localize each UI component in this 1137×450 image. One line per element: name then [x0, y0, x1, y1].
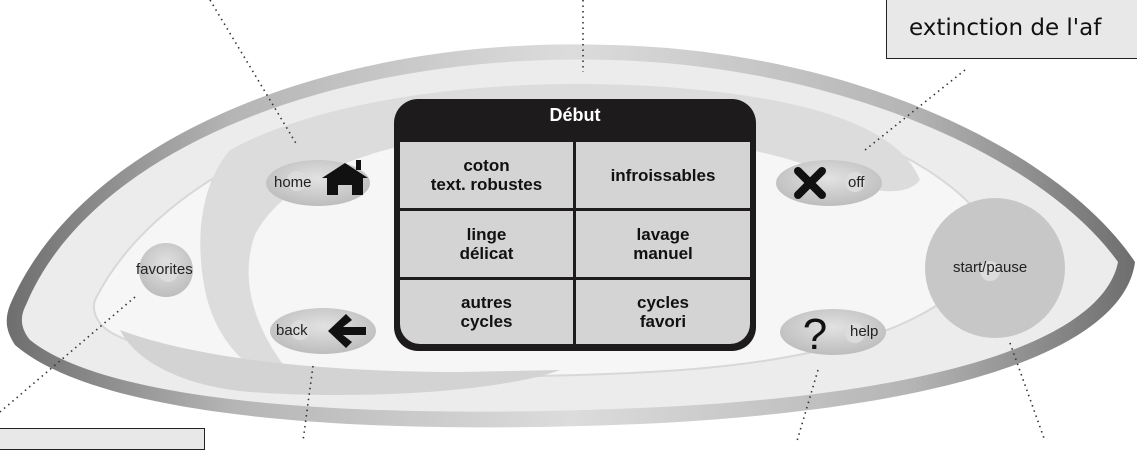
start-pause-button[interactable]: start/pause — [953, 259, 1028, 276]
off-button-shape — [776, 160, 882, 206]
question-mark-icon: ? — [803, 310, 827, 359]
home-button[interactable]: home — [274, 174, 312, 191]
leader-lines — [0, 0, 1046, 441]
display-screen: Début coton text. robustes infroissables… — [394, 99, 756, 351]
help-button-shape — [780, 309, 886, 355]
house-icon — [322, 160, 368, 195]
cycle-option-label: linge délicat — [459, 225, 514, 263]
callout-bottom-left — [0, 428, 205, 450]
cycle-option-cycles-favori[interactable]: cycles favori — [576, 280, 750, 344]
cycle-option-label: infroissables — [610, 165, 716, 185]
cycle-option-lavage-manuel[interactable]: lavage manuel — [576, 211, 750, 277]
cycle-option-infroissables[interactable]: infroissables — [576, 142, 750, 208]
arrow-left-icon — [328, 314, 366, 348]
screen-title: Début — [549, 105, 601, 125]
cycle-option-coton[interactable]: coton text. robustes — [400, 142, 573, 208]
back-button[interactable]: back — [276, 322, 308, 339]
panel-swoosh — [200, 83, 920, 385]
cycle-option-label: autres cycles — [460, 293, 513, 331]
cycle-option-label: coton text. robustes — [430, 156, 543, 194]
cycle-option-label: lavage manuel — [633, 225, 693, 263]
help-button[interactable]: help — [850, 323, 879, 340]
x-icon — [794, 167, 826, 199]
off-button[interactable]: off — [848, 174, 865, 191]
cycle-option-autres-cycles[interactable]: autres cycles — [400, 280, 573, 344]
cycle-option-label: cycles favori — [637, 293, 689, 331]
panel-swoosh-lower — [120, 330, 560, 396]
cycle-option-linge-delicat[interactable]: linge délicat — [400, 211, 573, 277]
favorites-button[interactable]: favorites — [136, 261, 193, 278]
callout-top-right: extinction de l'af — [886, 0, 1137, 59]
